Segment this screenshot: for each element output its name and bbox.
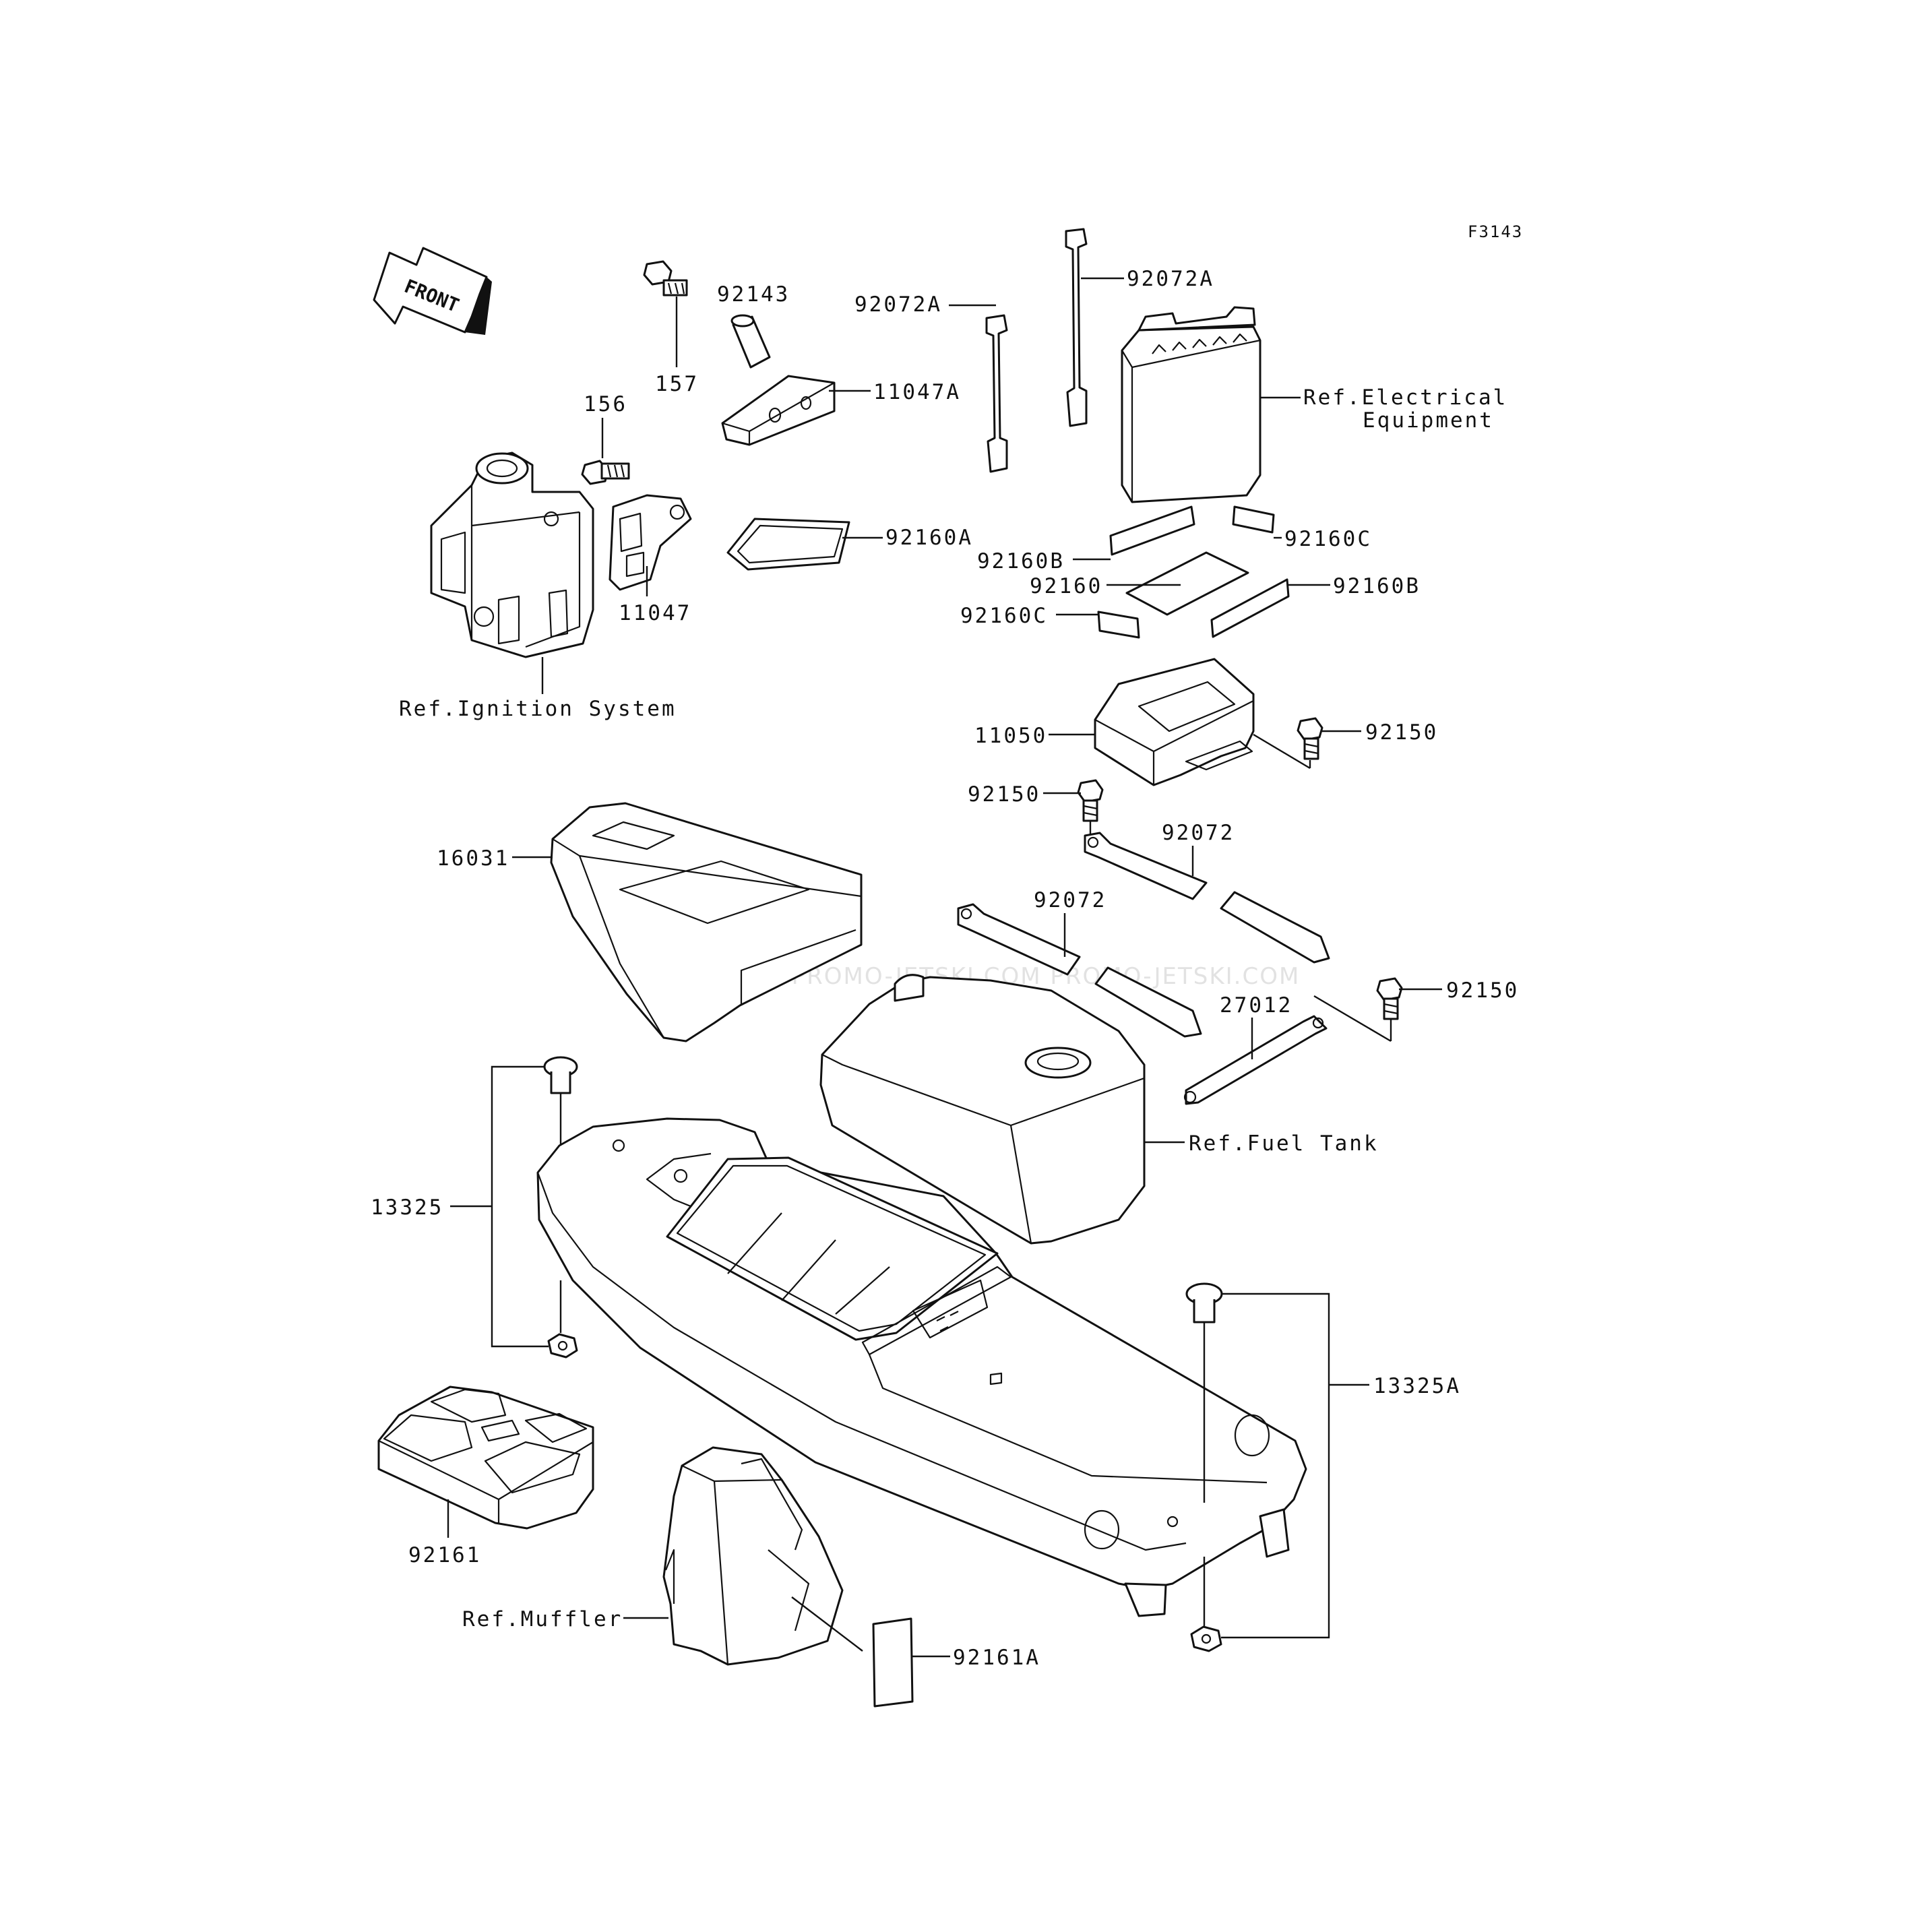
label-92160A: 92160A — [885, 526, 973, 550]
bracket-11047A — [721, 375, 836, 446]
label-ref-electrical-1: Ref.Electrical — [1303, 385, 1507, 410]
label-11047A: 11047A — [873, 380, 961, 404]
leader-13325A — [1203, 1292, 1369, 1639]
pad-92160B-right — [1210, 578, 1290, 638]
grommet-13325-top — [543, 1056, 578, 1094]
grommet-13325A-top — [1185, 1282, 1223, 1323]
bolt-92150-right — [1376, 977, 1403, 1020]
strap-92072A-left — [985, 314, 1008, 473]
pad-92160B-left — [1109, 505, 1195, 556]
mat-92161 — [377, 1385, 594, 1530]
bolt-156 — [581, 460, 630, 485]
bolt-92150-top — [1297, 717, 1323, 760]
label-16031: 16031 — [437, 846, 509, 871]
label-92072-upper: 92072 — [1162, 821, 1235, 845]
label-92160B-right: 92160B — [1333, 574, 1421, 598]
pad-92160C-right — [1232, 505, 1275, 534]
collar-92143 — [730, 314, 771, 369]
label-92161A — [872, 1617, 914, 1708]
label-ref-muffler: Ref.Muffler — [462, 1607, 623, 1631]
label-92160B-left: 92160B — [977, 549, 1065, 573]
bracket-11047 — [609, 494, 692, 591]
leader-92150-top-diag — [1253, 733, 1311, 770]
ignition-box — [430, 451, 594, 658]
label-11050: 11050 — [974, 724, 1047, 748]
bolt-157 — [643, 260, 688, 297]
hull — [536, 1117, 1307, 1617]
label-92143: 92143 — [717, 282, 790, 307]
pad-92160 — [1125, 551, 1249, 616]
label-92161: 92161 — [408, 1543, 481, 1567]
fuel-tank — [819, 974, 1146, 1245]
label-92160: 92160 — [1030, 574, 1102, 598]
figure-code: F3143 — [1468, 222, 1523, 241]
label-92072-lower: 92072 — [1034, 888, 1107, 912]
muffler — [662, 1446, 844, 1666]
strap-27012 — [1183, 1015, 1328, 1105]
label-92072A-left: 92072A — [854, 292, 942, 317]
label-27012: 27012 — [1220, 993, 1292, 1018]
pad-92160C-left — [1097, 611, 1140, 639]
nut-13325A-bottom — [1190, 1625, 1222, 1652]
pad-92160A — [726, 518, 850, 571]
label-11047: 11047 — [619, 601, 691, 625]
battery-case-11050 — [1094, 658, 1255, 786]
label-157: 157 — [655, 372, 699, 396]
leader-13325 — [450, 1065, 562, 1348]
label-156: 156 — [584, 392, 627, 416]
label-92150-top: 92150 — [1365, 720, 1438, 745]
strap-92072A-right — [1065, 228, 1088, 427]
label-13325: 13325 — [371, 1195, 443, 1220]
leader-muffler-diag — [791, 1596, 863, 1652]
leader-92150-right-diag — [1313, 995, 1392, 1042]
nut-13325-bottom — [547, 1333, 578, 1359]
strap-92072-lower — [957, 903, 1202, 1038]
label-ref-ignition: Ref.Ignition System — [399, 697, 677, 721]
label-92160C-left: 92160C — [960, 604, 1048, 628]
label-92150-mid: 92150 — [968, 782, 1040, 807]
battery — [1121, 306, 1261, 503]
label-92160C-right: 92160C — [1284, 527, 1372, 551]
label-ref-fuel-tank: Ref.Fuel Tank — [1189, 1131, 1379, 1156]
strap-92072-upper — [1084, 832, 1330, 964]
label-92150-right: 92150 — [1446, 978, 1519, 1003]
seat-16031 — [550, 802, 863, 1042]
label-92072A-right: 92072A — [1127, 267, 1214, 291]
label-ref-electrical-2: Equipment — [1363, 408, 1494, 433]
label-13325A: 13325A — [1373, 1374, 1461, 1398]
front-arrow-icon: FRONT — [373, 247, 492, 335]
label-92161A: 92161A — [953, 1646, 1040, 1670]
bolt-92150-mid — [1077, 779, 1104, 822]
